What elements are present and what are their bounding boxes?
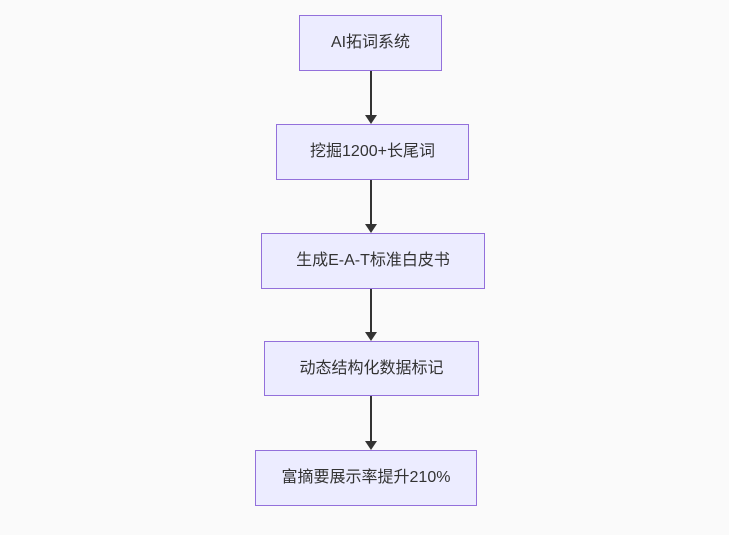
arrow-down-icon <box>365 115 377 124</box>
flow-edge-2 <box>365 180 377 233</box>
flow-node-rich-snippet-result: 富摘要展示率提升210% <box>255 450 477 506</box>
flow-edge-4 <box>365 396 377 450</box>
flow-node-label: AI拓词系统 <box>330 34 411 52</box>
flow-node-eat-whitepaper: 生成E-A-T标准白皮书 <box>261 233 485 289</box>
flow-edge-3 <box>365 289 377 341</box>
flow-node-label: 动态结构化数据标记 <box>299 359 444 377</box>
flow-node-label: 挖掘1200+长尾词 <box>310 143 435 161</box>
edge-line <box>370 396 372 442</box>
arrow-down-icon <box>365 224 377 233</box>
edge-line <box>370 289 372 333</box>
edge-line <box>370 71 372 116</box>
flow-edge-1 <box>365 71 377 124</box>
flow-node-label: 生成E-A-T标准白皮书 <box>296 252 450 270</box>
edge-line <box>370 180 372 225</box>
flow-node-structured-data: 动态结构化数据标记 <box>264 341 479 396</box>
arrow-down-icon <box>365 332 377 341</box>
arrow-down-icon <box>365 441 377 450</box>
flow-node-longtail-mining: 挖掘1200+长尾词 <box>276 124 469 180</box>
flow-node-label: 富摘要展示率提升210% <box>281 469 451 487</box>
flow-node-ai-word-system: AI拓词系统 <box>299 15 442 71</box>
